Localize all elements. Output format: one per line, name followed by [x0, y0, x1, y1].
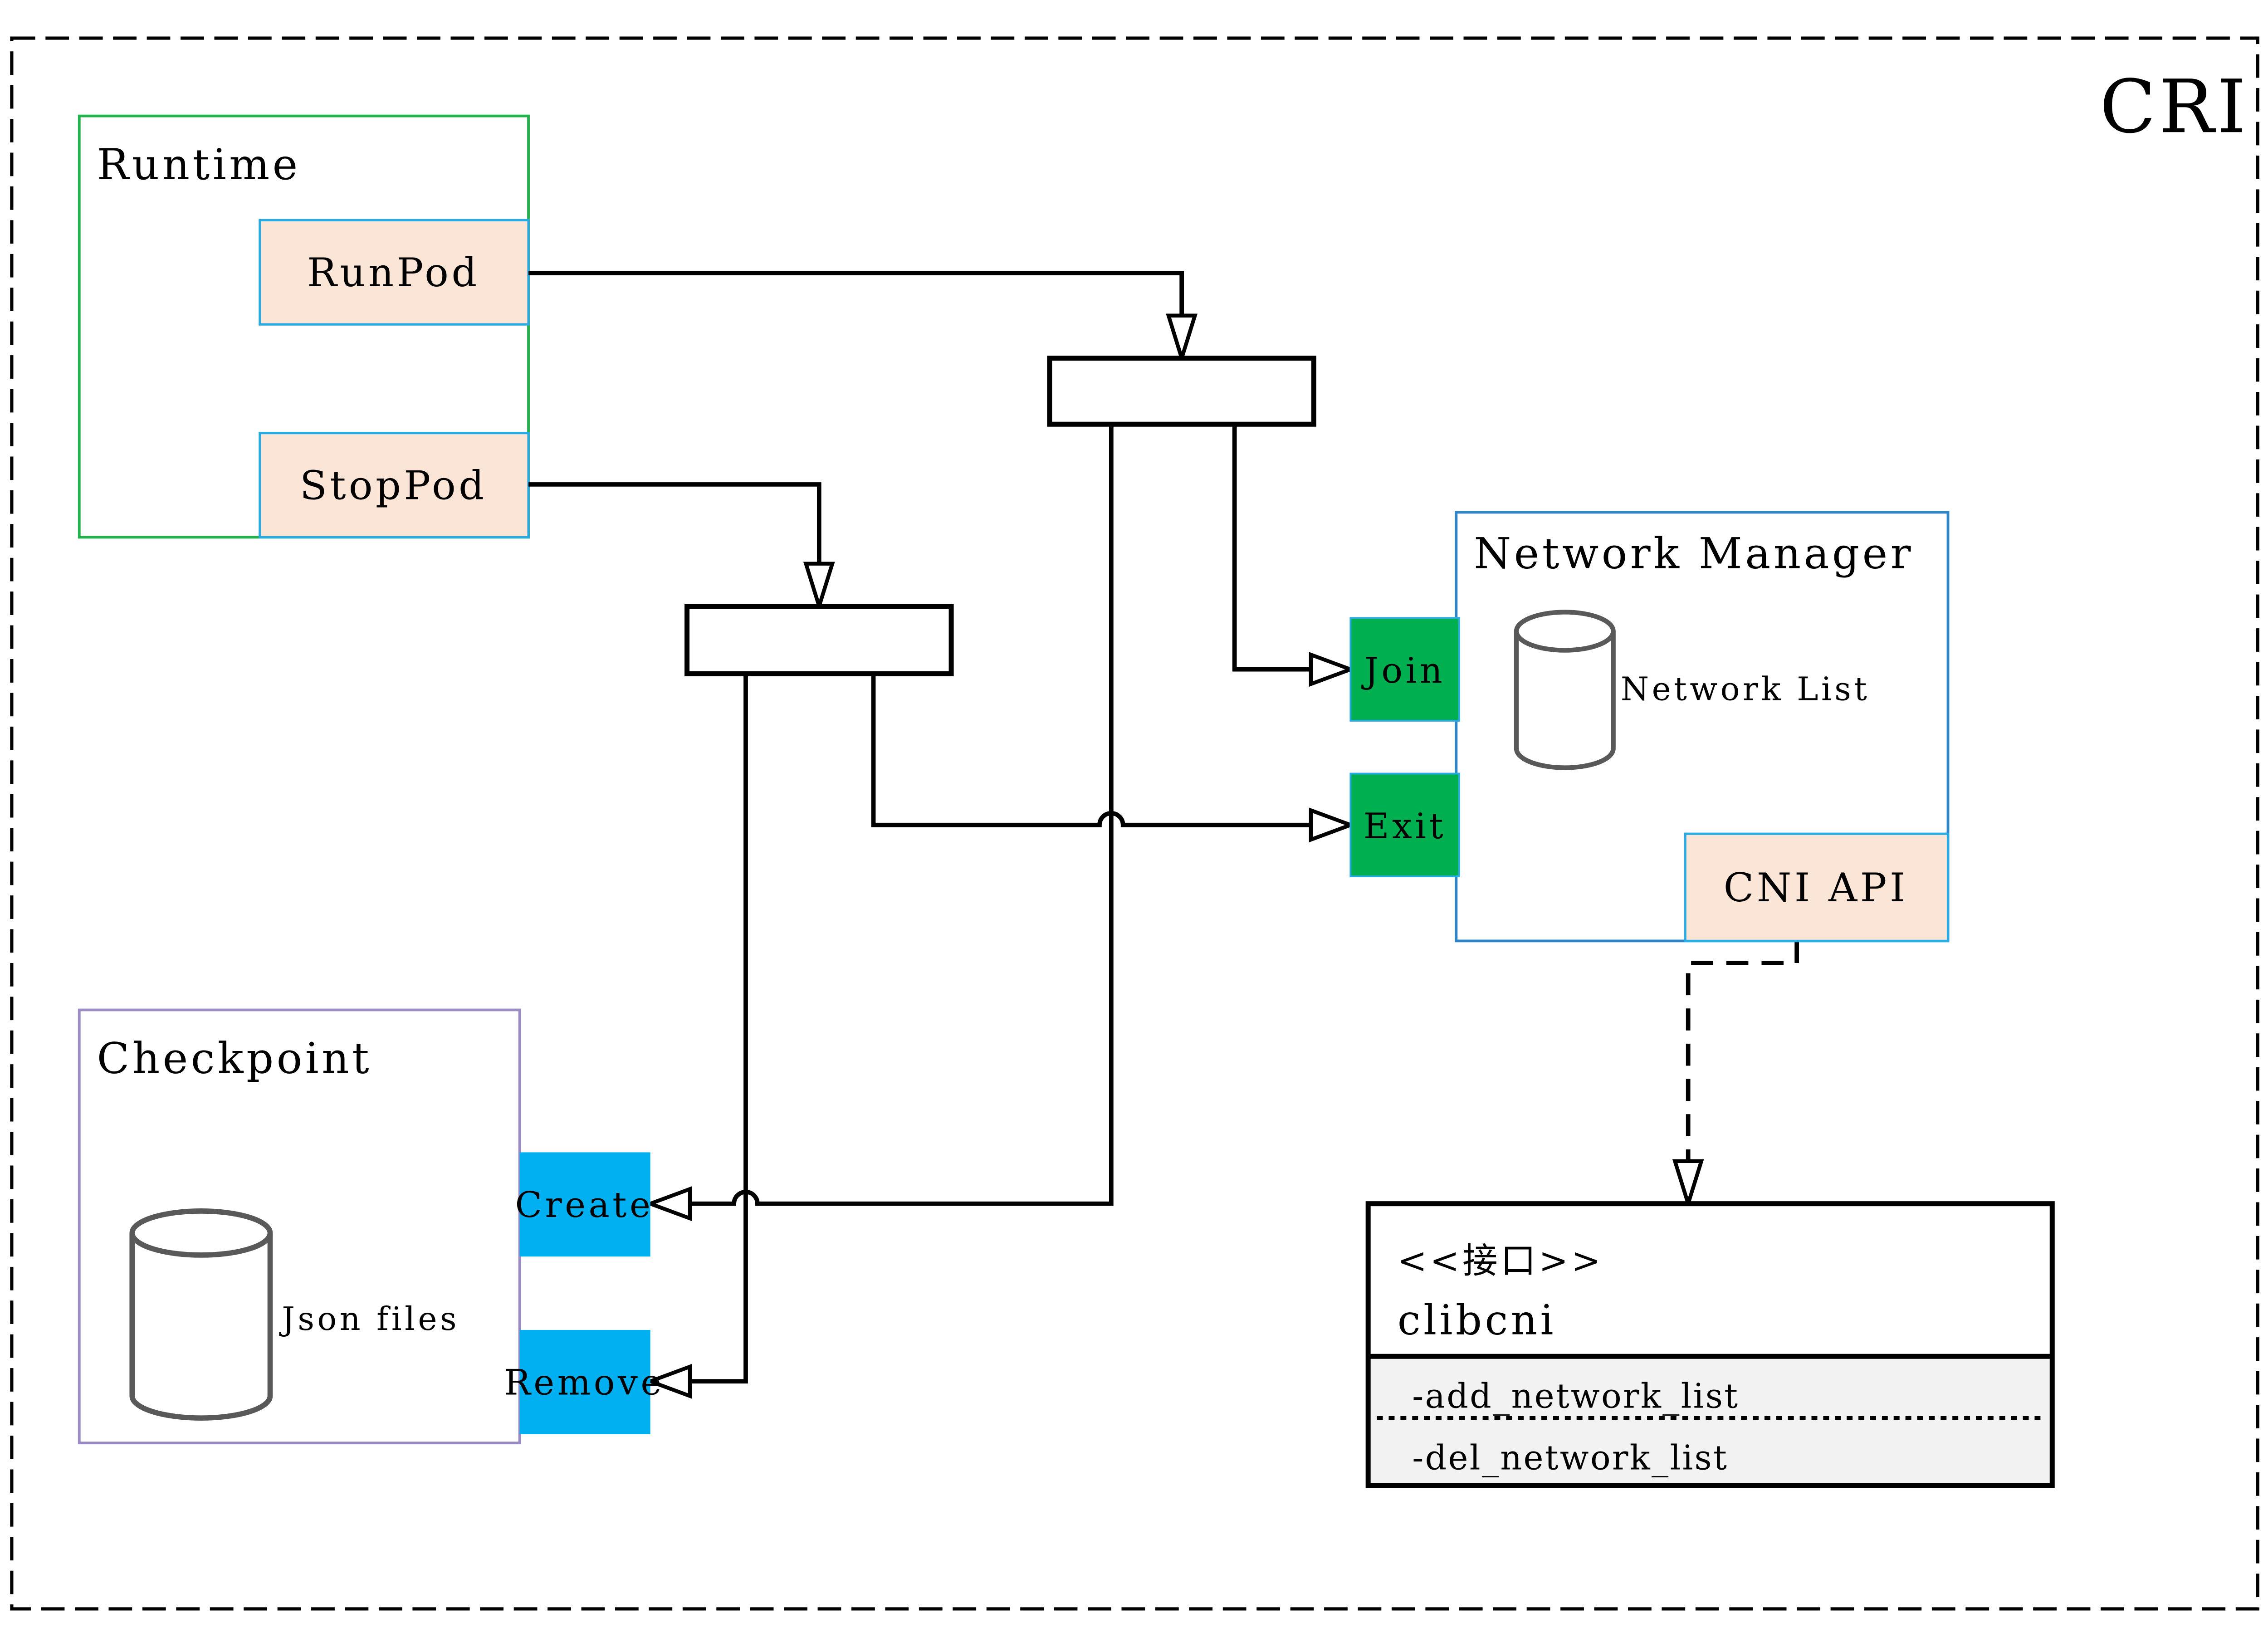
- clibcni-class-box: <<接口>> clibcni -add_network_list -del_ne…: [1365, 1201, 2055, 1488]
- clibcni-border: [1365, 1201, 2055, 1488]
- remove-label: Remove: [504, 1362, 664, 1403]
- create-node: [519, 1152, 650, 1257]
- line-junction-to-join: [1232, 424, 1311, 672]
- checkpoint-title: Checkpoint: [97, 1034, 372, 1084]
- arrowhead-down-junction-left-icon: [803, 562, 835, 613]
- arrowhead-down-clibcni-icon: [1672, 1159, 1704, 1210]
- runtime-title: Runtime: [97, 140, 301, 190]
- cni-api-node: [1684, 832, 1950, 942]
- clibcni-method-del-network-list: -del_network_list: [1412, 1438, 1728, 1477]
- join-node: [1349, 617, 1460, 722]
- junction-box-left: [684, 604, 954, 676]
- clibcni-attributes-section: [1368, 1356, 2053, 1486]
- exit-label: Exit: [1364, 806, 1446, 847]
- line-junction-to-create: [690, 424, 1114, 1206]
- network-manager-title: Network Manager: [1474, 529, 1914, 578]
- line-junction-to-exit: [871, 674, 1311, 827]
- network-list-label: Network List: [1621, 670, 1870, 708]
- line-cniapi-to-clibcni-dashed: [1686, 941, 1799, 1161]
- clibcni-header-section: [1368, 1203, 2053, 1357]
- arrowhead-right-join-icon: [1309, 652, 1356, 687]
- cri-title: CRI: [2100, 64, 2249, 150]
- clibcni-name: clibcni: [1398, 1297, 1556, 1344]
- arrowhead-right-exit-icon: [1309, 807, 1356, 843]
- arrowhead-left-remove-icon: [645, 1364, 692, 1399]
- page-dashed-border: [10, 36, 2259, 1611]
- arrowhead-left-create-icon: [645, 1186, 692, 1222]
- stoppod-node: [259, 432, 530, 539]
- stoppod-label: StopPod: [300, 462, 487, 508]
- json-files-label: Json files: [279, 1300, 459, 1338]
- remove-node: [519, 1330, 650, 1434]
- clibcni-method-add-network-list: -add_network_list: [1412, 1377, 1739, 1416]
- clibcni-stereotype: <<接口>>: [1398, 1241, 1603, 1281]
- network-list-database-cylinder-icon: [1514, 610, 1616, 770]
- create-label: Create: [515, 1185, 654, 1226]
- line-junction-to-remove: [690, 674, 748, 1384]
- runpod-label: RunPod: [307, 249, 480, 296]
- json-files-database-cylinder-icon: [129, 1208, 273, 1421]
- line-stoppod-to-junction: [528, 482, 821, 564]
- runpod-node: [259, 219, 530, 326]
- arrowhead-down-junction-top-icon: [1166, 313, 1198, 365]
- cni-api-label: CNI API: [1724, 865, 1908, 911]
- line-runpod-to-junction: [528, 271, 1184, 316]
- junction-box-top: [1047, 356, 1316, 427]
- exit-node: [1349, 772, 1460, 877]
- join-label: Join: [1361, 650, 1446, 691]
